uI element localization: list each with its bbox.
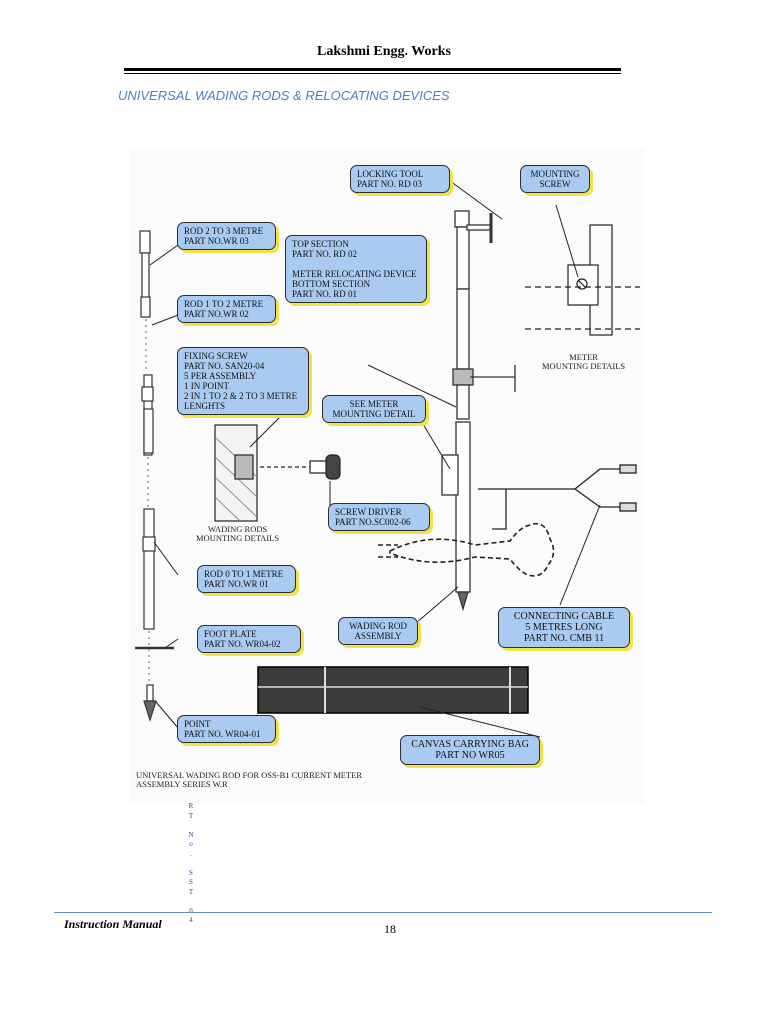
canvas-bag-label: CANVAS CARRYING BAG PART NO WR05: [400, 735, 540, 765]
rod-2-3-label: ROD 2 TO 3 METRE PART NO.WR 03: [177, 222, 276, 250]
canvas-bag-drawing: [257, 666, 529, 714]
parts-diagram: LOCKING TOOL PART NO. RD 03 MOUNTING SCR…: [130, 147, 645, 805]
wading-rod-assembly-label: WADING ROD ASSEMBLY: [338, 617, 418, 645]
rod-stack-drawing: [135, 230, 174, 722]
wading-rod-mounting-drawing: [214, 424, 341, 522]
page-number: 18: [384, 922, 396, 936]
rod-0-1-label: ROD 0 TO 1 METRE PART NO.WR 01: [197, 565, 296, 593]
footer-rule: [54, 912, 712, 913]
fixing-screw-label: FIXING SCREW PART NO. SAN20-04 5 PER ASS…: [177, 347, 309, 415]
wading-rods-mounting-caption: WADING RODS MOUNTING DETAILS: [196, 524, 280, 543]
section-title: UNIVERSAL WADING RODS & RELOCATING DEVIC…: [118, 88, 450, 103]
point-label: POINT PART NO. WR04-01: [177, 715, 276, 743]
company-header: Lakshmi Engg. Works: [317, 44, 451, 59]
current-meter-outline: [378, 522, 555, 577]
foot-plate-label: FOOT PLATE PART NO. WR04-02: [197, 625, 301, 653]
top-section-label: TOP SECTION PART NO. RD 02 METER RELOCAT…: [285, 235, 427, 303]
cable-drawing: [478, 464, 637, 530]
footer-manual-title: Instruction Manual: [64, 917, 162, 931]
meter-mounting-caption: METER MOUNTING DETAILS: [542, 352, 626, 371]
locking-tool-label: LOCKING TOOL PART NO. RD 03: [350, 165, 450, 193]
rod-1-2-label: ROD 1 TO 2 METRE PART NO.WR 02: [177, 295, 276, 323]
see-meter-label: SEE METER MOUNTING DETAIL: [322, 395, 426, 423]
header-rule-thin: [124, 73, 621, 74]
mounting-screw-label: MOUNTING SCREW: [520, 165, 590, 193]
side-reference-note: R T N o . S S T 0 4: [188, 802, 194, 924]
central-assembly-drawing: [441, 210, 516, 612]
header-rule-thick: [124, 68, 621, 71]
meter-mounting-drawing: [525, 224, 640, 336]
connecting-cable-label: CONNECTING CABLE 5 METRES LONG PART NO. …: [498, 607, 630, 648]
screw-driver-label: SCREW DRIVER PART NO.SC002-06: [328, 503, 430, 531]
figure-caption: UNIVERSAL WADING ROD FOR OSS-B1 CURRENT …: [136, 770, 363, 789]
